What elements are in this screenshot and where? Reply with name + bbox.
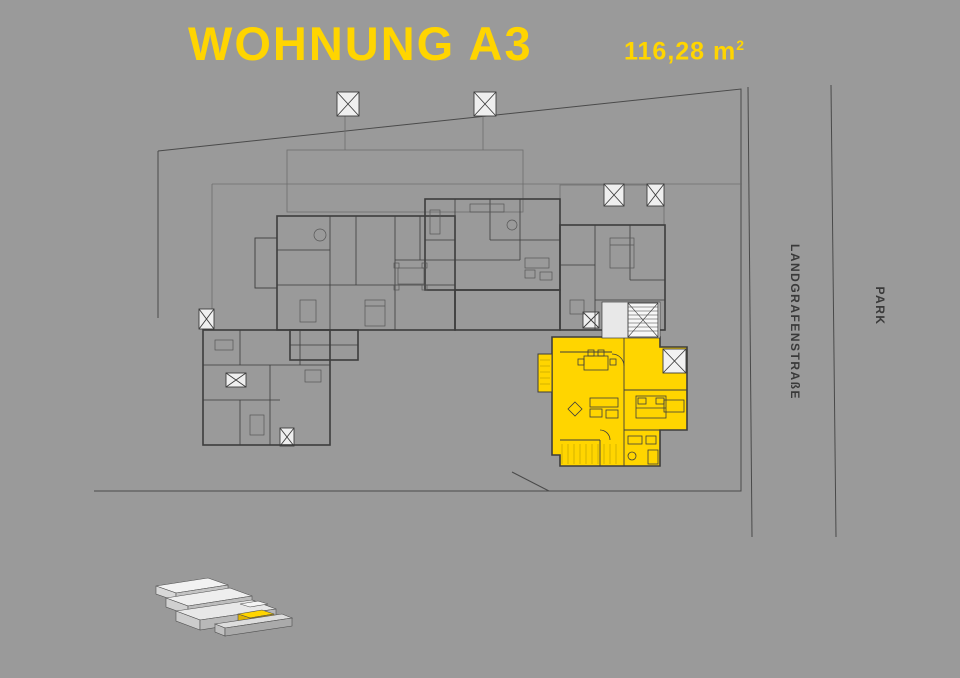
apartment-a3-highlight[interactable] bbox=[537, 336, 688, 467]
shaft-marker bbox=[279, 427, 295, 447]
terrace-hatch bbox=[540, 359, 617, 464]
furniture-lines bbox=[214, 203, 635, 436]
shaft-marker bbox=[336, 91, 360, 117]
shaft-marker bbox=[582, 311, 600, 329]
apartment-area: 116,28 m2 bbox=[624, 37, 745, 66]
area-value: 116,28 m bbox=[624, 37, 737, 66]
park-label: PARK bbox=[873, 286, 887, 325]
interior-walls bbox=[203, 199, 665, 445]
street-label: LANDGRAFENSTRAßE bbox=[788, 244, 802, 400]
shaft-marker bbox=[646, 183, 665, 207]
site-boundary bbox=[94, 88, 742, 492]
street-lines bbox=[747, 84, 837, 538]
apartment-a3-balcony bbox=[537, 353, 553, 393]
area-superscript: 2 bbox=[736, 37, 746, 53]
shaft-marker bbox=[473, 91, 497, 117]
shaft-marker bbox=[198, 308, 215, 330]
building-isometric-thumbnail[interactable] bbox=[155, 577, 294, 637]
upper-floor-outline bbox=[211, 116, 742, 330]
shaft-markers bbox=[198, 91, 665, 447]
shaft-marker bbox=[603, 183, 625, 207]
loggia-marker bbox=[662, 348, 687, 374]
apartment-title: WOHNUNG A3 bbox=[188, 17, 533, 70]
stair-core bbox=[601, 301, 661, 339]
apartment-a3-furniture bbox=[567, 349, 685, 465]
shaft-marker bbox=[225, 372, 247, 388]
apartment-a3-walls bbox=[560, 337, 687, 466]
